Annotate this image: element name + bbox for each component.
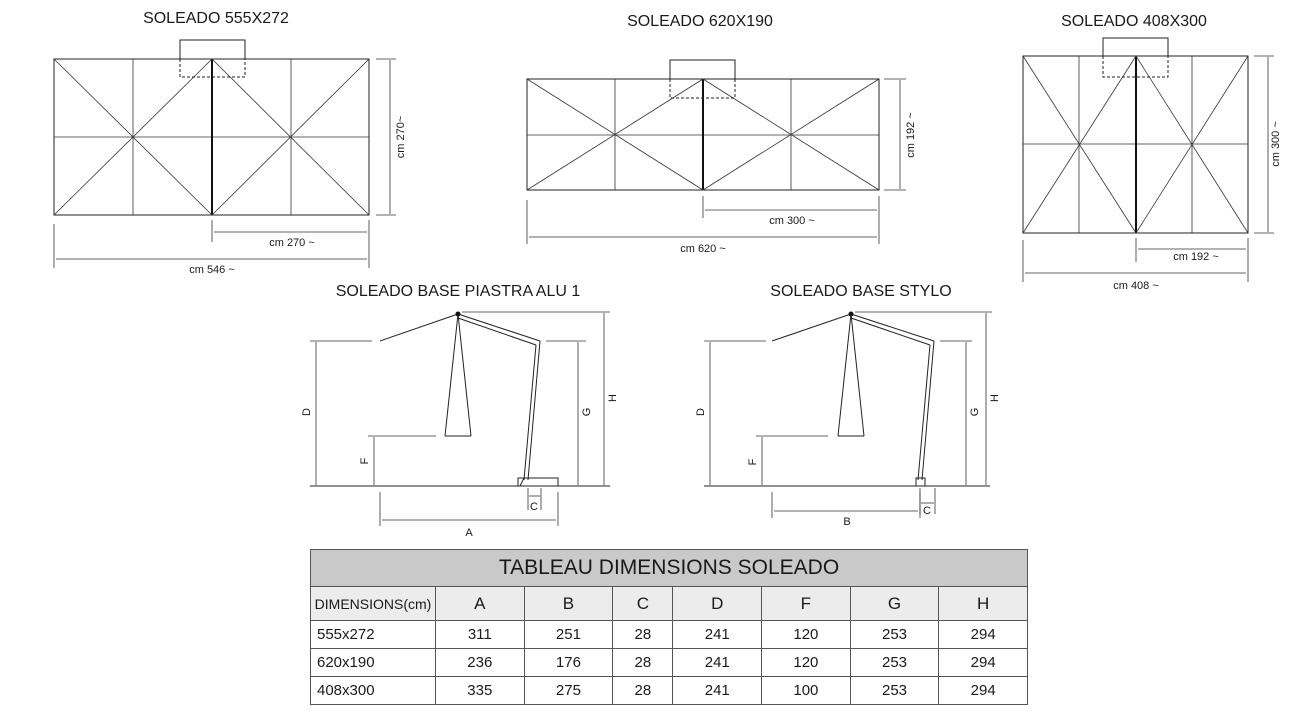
row-model: 408x300 <box>310 676 436 705</box>
cell-a: 311 <box>435 620 525 649</box>
dimension-g-label: G <box>969 408 981 417</box>
cell-f: 120 <box>761 620 851 649</box>
plan-half-width-label: cm 192 ~ <box>1173 251 1219 263</box>
dimension-g-label: G <box>581 408 593 417</box>
table-header-row: DIMENSIONS(cm) A B C D F G H <box>310 586 1028 621</box>
header-c: C <box>612 586 674 621</box>
cell-h: 294 <box>938 676 1028 705</box>
dimension-f-label: F <box>359 457 371 464</box>
dimension-f-label: F <box>747 458 759 465</box>
table-row: 555x272 311 251 28 241 120 253 294 <box>310 620 1028 649</box>
cell-g: 253 <box>849 648 940 677</box>
header-dimensions: DIMENSIONS(cm) <box>310 586 436 621</box>
plan-half-width-label: cm 300 ~ <box>769 215 815 227</box>
header-g: G <box>849 586 940 621</box>
plan-width-label: cm 546 ~ <box>189 264 235 276</box>
plan-title: SOLEADO 408X300 <box>1061 13 1207 30</box>
cell-d: 241 <box>672 676 763 705</box>
cell-c: 28 <box>612 676 674 705</box>
header-a: A <box>435 586 525 621</box>
cell-h: 294 <box>938 620 1028 649</box>
dimension-d-label: D <box>301 408 313 416</box>
table-row: 620x190 236 176 28 241 120 253 294 <box>310 648 1028 677</box>
cell-f: 100 <box>761 676 851 705</box>
dimension-c-label: C <box>530 501 538 513</box>
plan-height-label: cm 300 ~ <box>1270 121 1282 167</box>
plan-title: SOLEADO 555X272 <box>143 10 289 27</box>
plan-width-label: cm 620 ~ <box>680 243 726 255</box>
dimension-c-label: C <box>923 505 931 517</box>
cell-g: 253 <box>849 620 940 649</box>
cell-d: 241 <box>672 648 763 677</box>
header-d: D <box>672 586 763 621</box>
plan-width-label: cm 408 ~ <box>1113 280 1159 292</box>
dimension-a-label: A <box>465 527 473 539</box>
plan-408x300: SOLEADO 408X300 cm 300 ~ cm 192 ~ cm 408… <box>1022 13 1282 292</box>
dimension-h-label: H <box>989 394 1001 402</box>
plan-half-width-label: cm 270 ~ <box>269 237 315 249</box>
table-title: TABLEAU DIMENSIONS SOLEADO <box>310 549 1028 587</box>
dimensions-table: TABLEAU DIMENSIONS SOLEADO DIMENSIONS(cm… <box>310 549 1028 705</box>
cell-b: 275 <box>523 676 614 705</box>
elevation-base-piastra-alu-1: SOLEADO BASE PIASTRA ALU 1 D F G H <box>301 283 619 539</box>
plan-620x190: SOLEADO 620X190 cm 192 ~ cm 300 ~ cm 620… <box>526 13 917 255</box>
dimension-h-label: H <box>607 394 619 402</box>
plan-height-label: cm 192 ~ <box>905 112 917 158</box>
cell-b: 251 <box>523 620 614 649</box>
cell-h: 294 <box>938 648 1028 677</box>
cell-d: 241 <box>672 620 763 649</box>
elevation-title: SOLEADO BASE PIASTRA ALU 1 <box>336 283 581 300</box>
header-b: B <box>523 586 614 621</box>
row-model: 555x272 <box>310 620 436 649</box>
plan-title: SOLEADO 620X190 <box>627 13 773 30</box>
header-h: H <box>938 586 1028 621</box>
cell-b: 176 <box>523 648 614 677</box>
elevation-title: SOLEADO BASE STYLO <box>770 283 951 300</box>
elevation-base-stylo: SOLEADO BASE STYLO D F G H <box>695 283 1001 528</box>
cell-c: 28 <box>612 648 674 677</box>
plan-height-label: cm 270~ <box>395 116 407 159</box>
plan-555x272: SOLEADO 555X272 cm 270~ cm 270 ~ cm 546 … <box>53 10 407 276</box>
cell-a: 236 <box>435 648 525 677</box>
row-model: 620x190 <box>310 648 436 677</box>
cell-f: 120 <box>761 648 851 677</box>
cell-a: 335 <box>435 676 525 705</box>
table-row: 408x300 335 275 28 241 100 253 294 <box>310 676 1028 705</box>
header-f: F <box>761 586 851 621</box>
dimension-b-label: B <box>843 516 850 528</box>
cell-c: 28 <box>612 620 674 649</box>
dimension-d-label: D <box>695 408 707 416</box>
cell-g: 253 <box>849 676 940 705</box>
